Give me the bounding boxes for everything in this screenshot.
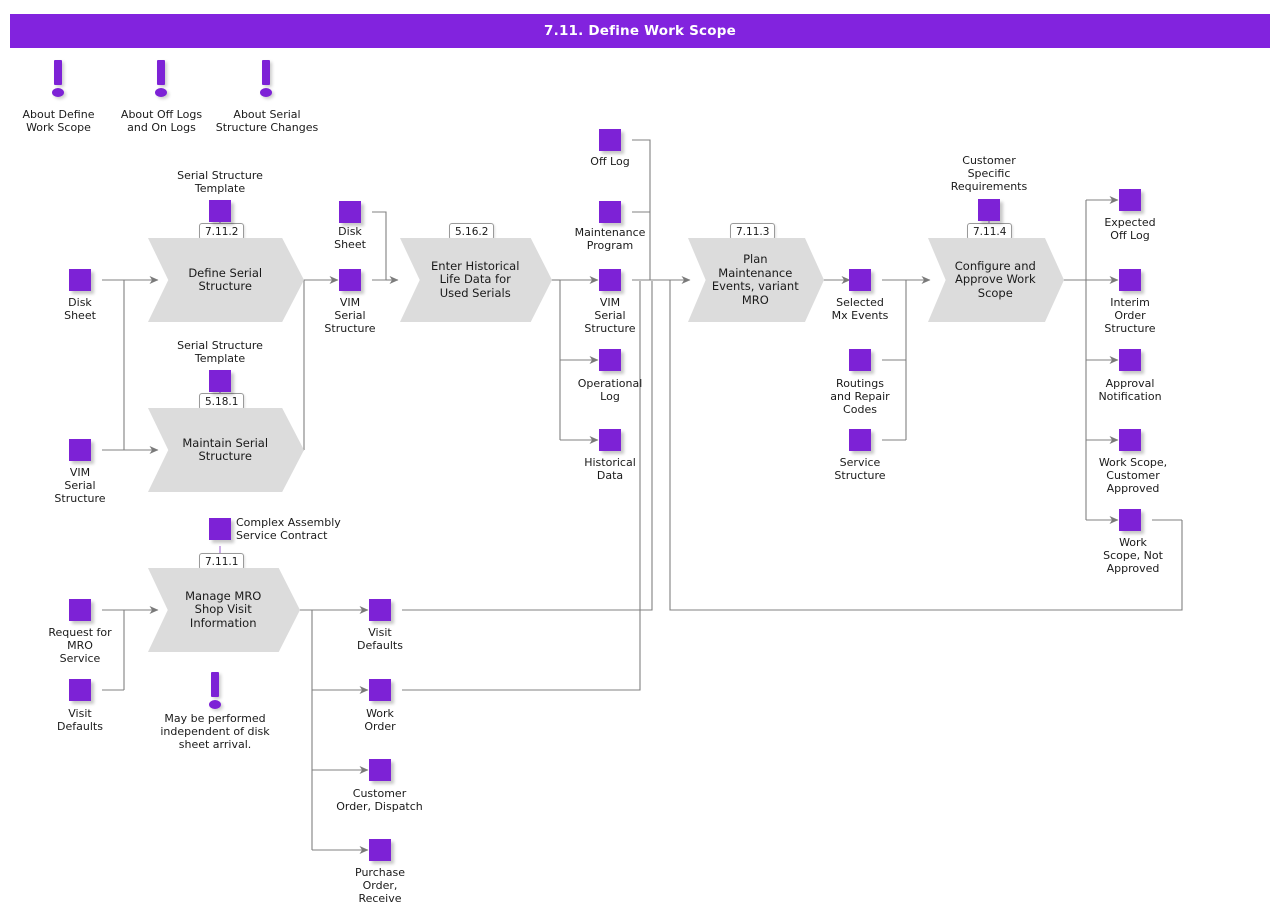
label-expected-off-log: Expected Off Log xyxy=(1104,216,1156,242)
may-be-performed-note-label: May be performed independent of disk she… xyxy=(160,712,270,751)
label-serial-structure-template-2: Serial Structure Template xyxy=(177,339,263,365)
label-disk-sheet-input: Disk Sheet xyxy=(64,296,96,322)
label-work-scope-not-approved: Work Scope, Not Approved xyxy=(1103,536,1163,575)
object-work-scope-customer-approved[interactable] xyxy=(1119,429,1141,451)
process-shape xyxy=(928,238,1064,322)
object-customer-specific-requirements[interactable] xyxy=(978,199,1000,221)
label-disk-sheet-mid: Disk Sheet xyxy=(334,225,366,251)
object-request-for-mro-service[interactable] xyxy=(69,599,91,621)
label-serial-structure-template-1: Serial Structure Template xyxy=(177,169,263,195)
object-customer-order-dispatch[interactable] xyxy=(369,759,391,781)
object-operational-log[interactable] xyxy=(599,349,621,371)
process-label: Maintain Serial Structure xyxy=(182,435,269,463)
label-service-structure: Service Structure xyxy=(834,456,886,482)
object-service-structure[interactable] xyxy=(849,429,871,451)
about-off-logs-and-on-logs-icon xyxy=(154,60,168,100)
process-shape xyxy=(148,238,304,322)
about-off-logs-and-on-logs-label: About Off Logs and On Logs xyxy=(120,108,203,134)
exclamation-dot-icon xyxy=(52,88,64,97)
label-complex-assembly-service-contract: Complex Assembly Service Contract xyxy=(236,516,341,542)
label-routings-and-repair-codes: Routings and Repair Codes xyxy=(830,377,890,416)
exclamation-dot-icon xyxy=(155,88,167,97)
page-title: 7.11. Define Work Scope xyxy=(544,23,736,39)
about-define-work-scope-label: About Define Work Scope xyxy=(22,108,95,134)
exclamation-dot-icon xyxy=(260,88,272,97)
process-label: Enter Historical Life Data for Used Seri… xyxy=(431,258,520,300)
badge-enter-historical-life-data[interactable]: 5.16.2 xyxy=(449,223,495,240)
process-manage-mro-shop-visit-information[interactable]: Manage MRO Shop Visit Information xyxy=(148,568,300,652)
label-approval-notification: Approval Notification xyxy=(1098,377,1162,403)
badge-configure-and-approve-work-scope[interactable]: 7.11.4 xyxy=(967,223,1013,240)
label-interim-order-structure: Interim Order Structure xyxy=(1104,296,1156,335)
exclamation-bar-icon xyxy=(211,672,219,697)
object-complex-assembly-service-contract[interactable] xyxy=(209,518,231,540)
label-work-scope-customer-approved: Work Scope, Customer Approved xyxy=(1098,456,1168,495)
object-work-order[interactable] xyxy=(369,679,391,701)
process-label: Manage MRO Shop Visit Information xyxy=(185,588,262,630)
object-serial-structure-template-1[interactable] xyxy=(209,200,231,222)
process-configure-and-approve-work-scope[interactable]: Configure and Approve Work Scope xyxy=(928,238,1064,322)
object-historical-data[interactable] xyxy=(599,429,621,451)
process-label: Define Serial Structure xyxy=(188,265,263,293)
label-maintenance-program: Maintenance Program xyxy=(574,226,646,252)
label-visit-defaults-input: Visit Defaults xyxy=(57,707,103,733)
exclamation-bar-icon xyxy=(54,60,62,85)
object-approval-notification[interactable] xyxy=(1119,349,1141,371)
process-label: Configure and Approve Work Scope xyxy=(954,258,1036,300)
object-disk-sheet-input[interactable] xyxy=(69,269,91,291)
object-purchase-order-receive[interactable] xyxy=(369,839,391,861)
label-vim-serial-structure-mid: VIM Serial Structure xyxy=(324,296,376,335)
object-off-log[interactable] xyxy=(599,129,621,151)
process-shape xyxy=(400,238,552,322)
about-define-work-scope-icon xyxy=(51,60,65,100)
object-vim-serial-structure-out[interactable] xyxy=(599,269,621,291)
process-label: Plan Maintenance Events, variant MRO xyxy=(711,252,799,307)
object-serial-structure-template-2[interactable] xyxy=(209,370,231,392)
exclamation-bar-icon xyxy=(157,60,165,85)
label-selected-mx-events: Selected Mx Events xyxy=(831,296,889,322)
object-disk-sheet-mid[interactable] xyxy=(339,201,361,223)
object-routings-and-repair-codes[interactable] xyxy=(849,349,871,371)
object-interim-order-structure[interactable] xyxy=(1119,269,1141,291)
object-expected-off-log[interactable] xyxy=(1119,189,1141,211)
process-define-serial-structure[interactable]: Define Serial Structure xyxy=(148,238,304,322)
label-visit-defaults-output: Visit Defaults xyxy=(357,626,403,652)
label-customer-specific-requirements: Customer Specific Requirements xyxy=(950,154,1028,193)
label-request-for-mro-service: Request for MRO Service xyxy=(48,626,112,665)
object-maintenance-program[interactable] xyxy=(599,201,621,223)
label-vim-serial-structure-out: VIM Serial Structure xyxy=(584,296,636,335)
may-be-performed-note-icon xyxy=(208,672,222,712)
label-operational-log: Operational Log xyxy=(577,377,643,403)
object-vim-serial-structure-mid[interactable] xyxy=(339,269,361,291)
process-shape xyxy=(148,408,304,492)
object-visit-defaults-output[interactable] xyxy=(369,599,391,621)
about-serial-structure-changes-icon xyxy=(259,60,273,100)
label-work-order: Work Order xyxy=(364,707,396,733)
process-shape xyxy=(688,238,824,322)
label-customer-order-dispatch: Customer Order, Dispatch xyxy=(336,787,423,813)
object-vim-serial-structure-input[interactable] xyxy=(69,439,91,461)
label-vim-serial-structure-input: VIM Serial Structure xyxy=(54,466,106,505)
label-historical-data: Historical Data xyxy=(584,456,636,482)
exclamation-bar-icon xyxy=(262,60,270,85)
exclamation-dot-icon xyxy=(209,700,221,709)
about-serial-structure-changes-label: About Serial Structure Changes xyxy=(215,108,319,134)
label-purchase-order-receive: Purchase Order, Receive xyxy=(355,866,405,905)
process-plan-maintenance-events-variant-mro[interactable]: Plan Maintenance Events, variant MRO xyxy=(688,238,824,322)
object-visit-defaults-input[interactable] xyxy=(69,679,91,701)
title-bar: 7.11. Define Work Scope xyxy=(10,14,1270,48)
process-enter-historical-life-data-for-used-serials[interactable]: Enter Historical Life Data for Used Seri… xyxy=(400,238,552,322)
object-selected-mx-events[interactable] xyxy=(849,269,871,291)
process-shape xyxy=(148,568,300,652)
object-work-scope-not-approved[interactable] xyxy=(1119,509,1141,531)
process-maintain-serial-structure[interactable]: Maintain Serial Structure xyxy=(148,408,304,492)
label-off-log: Off Log xyxy=(590,155,630,168)
